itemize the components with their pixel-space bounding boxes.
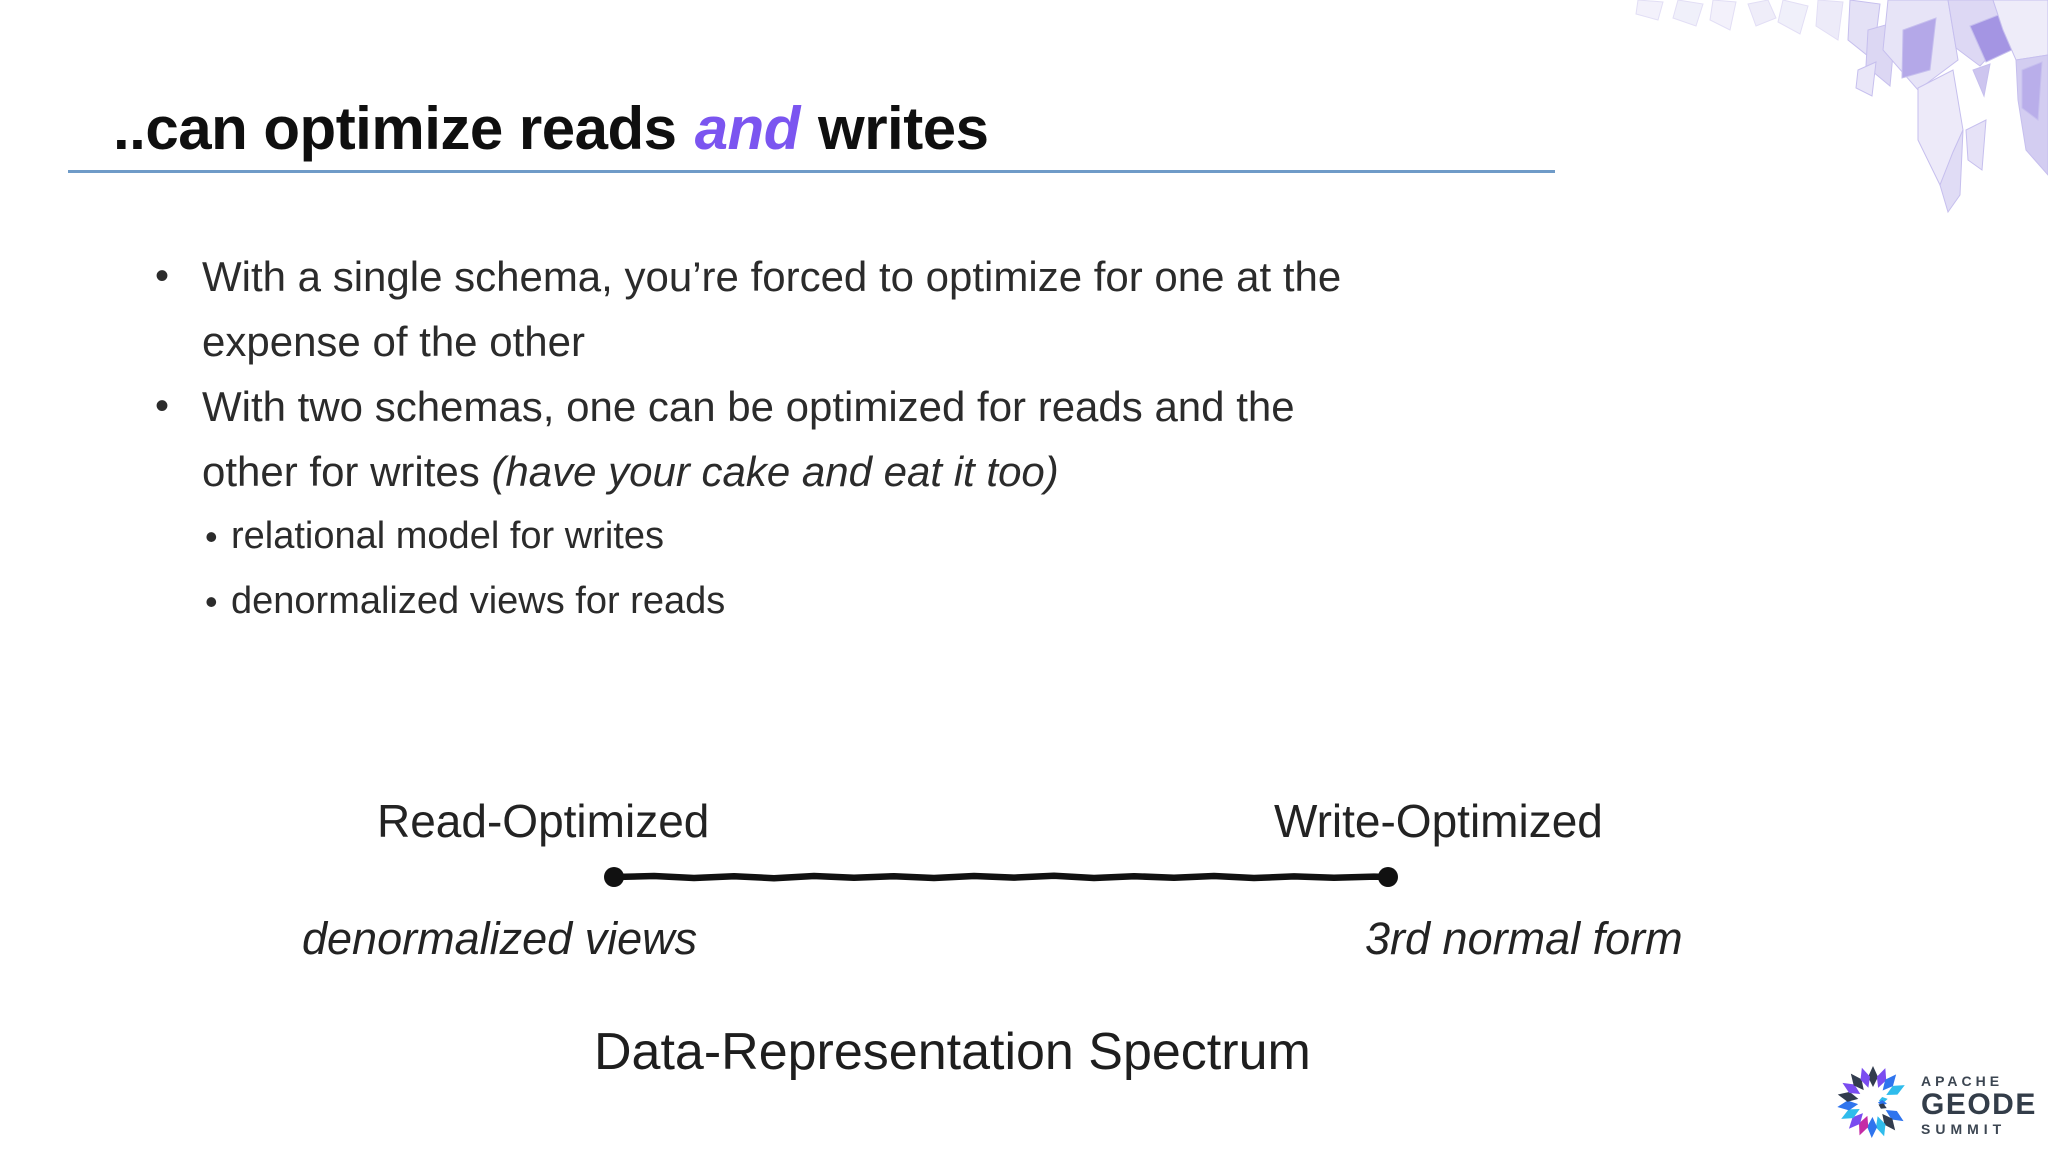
sub-bullet-2-text: denormalized views for reads	[231, 580, 726, 622]
bullet-marker: •	[155, 384, 170, 428]
spectrum-caption: Data-Representation Spectrum	[594, 1023, 1311, 1081]
bullet-item-1: • With a single schema, you’re forced to…	[155, 244, 1655, 374]
logo-summit-text: SUMMIT	[1921, 1121, 2007, 1137]
bullet-2-line-2: other for writes (have your cake and eat…	[202, 439, 1655, 504]
title-pre: ..can optimize reads	[113, 95, 693, 162]
bullet-marker: •	[205, 516, 218, 557]
bullet-marker: •	[205, 581, 218, 622]
spectrum-left-sublabel: denormalized views	[302, 913, 698, 964]
sub-bullet-item-1: • relational model for writes	[205, 504, 1655, 569]
spectrum-right-label: Write-Optimized	[1274, 795, 1603, 847]
title-post: writes	[801, 95, 989, 162]
bullet-marker: •	[155, 254, 170, 298]
bullet-2-line-2-pre: other for writes	[202, 448, 492, 495]
spectrum-left-label: Read-Optimized	[377, 795, 710, 847]
bullet-item-2: • With two schemas, one can be optimized…	[155, 374, 1655, 504]
spectrum-right-sublabel: 3rd normal form	[1365, 913, 1683, 964]
geode-summit-wordmark: APACHE GEODE SUMMIT	[1921, 1073, 2037, 1137]
logo-geode-text: GEODE	[1921, 1088, 2037, 1121]
bullet-2-line-2-italic: (have your cake and eat it too)	[491, 448, 1059, 495]
title-accent-word: and	[694, 95, 801, 162]
title-underline	[68, 170, 1555, 173]
page-title: ..can optimize reads and writes	[113, 95, 989, 162]
geode-summit-logo: APACHE GEODE SUMMIT	[1813, 1042, 2037, 1152]
bullet-1-line-2: expense of the other	[202, 318, 585, 365]
bullet-2-line-1: With two schemas, one can be optimized f…	[202, 383, 1295, 430]
sub-bullet-item-2: • denormalized views for reads	[205, 569, 1655, 634]
logo-apache-text: APACHE	[1921, 1073, 2004, 1089]
spectrum-line	[604, 867, 1398, 887]
crystal-decoration	[1635, 0, 2048, 214]
geode-starburst-icon	[1837, 1066, 1905, 1138]
sub-bullet-1-text: relational model for writes	[231, 515, 664, 557]
bullet-1-line-1: With a single schema, you’re forced to o…	[202, 253, 1342, 300]
bullet-list: • With a single schema, you’re forced to…	[155, 244, 1655, 634]
